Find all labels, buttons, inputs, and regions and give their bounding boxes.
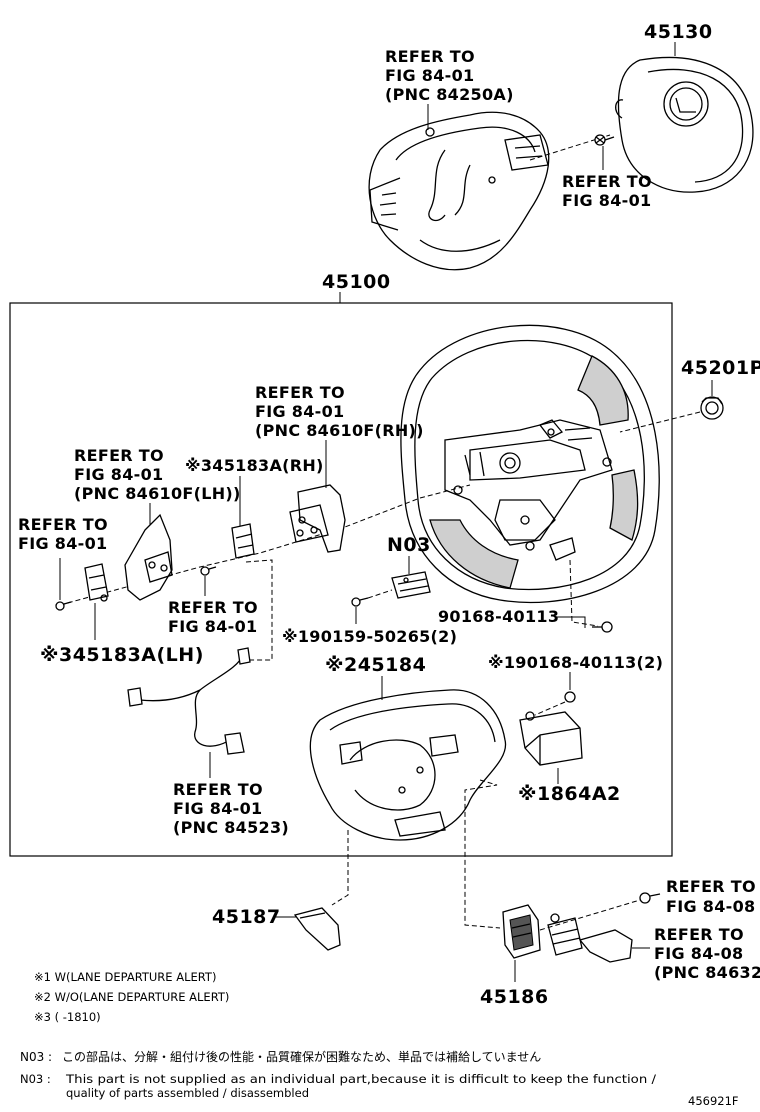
label-45187: 45187 bbox=[212, 906, 281, 928]
steering-wheel[interactable] bbox=[400, 324, 660, 604]
ref-84632-line1: REFER TO bbox=[654, 925, 744, 944]
screw-left[interactable] bbox=[55, 601, 72, 611]
remark-en-prefix: N03 : bbox=[20, 1072, 51, 1086]
airbag-45130[interactable] bbox=[615, 56, 754, 193]
label-90168-40113-2: ※190168-40113(2) bbox=[488, 653, 663, 672]
ref-84610f-rh-line1: REFER TO bbox=[255, 383, 345, 402]
label-n03: N03 bbox=[387, 534, 431, 556]
footnote-1: ※1 W(LANE DEPARTURE ALERT) bbox=[34, 970, 216, 984]
ref-84523-line3: (PNC 84523) bbox=[173, 818, 289, 837]
ref-mid-line2: FIG 84-01 bbox=[168, 617, 257, 636]
ref-84610f-lh-line3: (PNC 84610F(LH)) bbox=[74, 484, 241, 503]
part-45187[interactable] bbox=[293, 907, 341, 951]
ref-84523-line2: FIG 84-01 bbox=[173, 799, 262, 818]
label-45183a-lh: ※345183A(LH) bbox=[40, 644, 204, 666]
label-90168-40113: 90168-40113 bbox=[438, 607, 559, 626]
assembly-45100-frame bbox=[9, 302, 673, 857]
paddle-switch-lh[interactable] bbox=[124, 513, 173, 601]
ref-top-right-line1: REFER TO bbox=[562, 172, 652, 191]
ref-84632-line3: (PNC 84632) bbox=[654, 963, 760, 982]
screw-90168-2[interactable] bbox=[564, 691, 576, 703]
label-45186: 45186 bbox=[480, 986, 549, 1008]
ref-84-08-line2: FIG 84-08 bbox=[666, 897, 755, 916]
ref-mid-line1: REFER TO bbox=[168, 598, 258, 617]
part-864a2[interactable] bbox=[519, 711, 583, 766]
part-n03[interactable] bbox=[391, 571, 431, 599]
ref-top-right-line2: FIG 84-01 bbox=[562, 191, 651, 210]
ref-84632-line2: FIG 84-08 bbox=[654, 944, 743, 963]
steering-pad-upper[interactable] bbox=[368, 111, 550, 271]
screw-mid[interactable] bbox=[200, 566, 217, 576]
ref-left-line2: FIG 84-01 bbox=[18, 534, 107, 553]
ref-left-line1: REFER TO bbox=[18, 515, 108, 534]
footnote-2: ※2 W/O(LANE DEPARTURE ALERT) bbox=[34, 990, 229, 1004]
screw-top-right[interactable] bbox=[594, 134, 615, 146]
nut-45201p[interactable] bbox=[700, 396, 724, 420]
wire-harness[interactable] bbox=[127, 647, 251, 755]
ref-84250a-line1: REFER TO bbox=[385, 47, 475, 66]
cover-45184[interactable] bbox=[309, 689, 507, 841]
ref-84250a-line2: FIG 84-01 bbox=[385, 66, 474, 85]
remark-jp-text: この部品は、分解・組付け後の性能・品質確保が困難なため、単品では補給していません bbox=[62, 1049, 541, 1064]
screw-90159[interactable] bbox=[351, 597, 369, 607]
footnote-3: ※3 ( -1810) bbox=[34, 1010, 101, 1024]
ref-84610f-lh-line2: FIG 84-01 bbox=[74, 465, 163, 484]
paddle-switch-rh[interactable] bbox=[289, 484, 346, 553]
label-45183a-rh: ※345183A(RH) bbox=[185, 456, 324, 475]
remark-en-line1: This part is not supplied as an individu… bbox=[65, 1072, 656, 1086]
ref-84250a-line3: (PNC 84250A) bbox=[385, 85, 514, 104]
label-45201p: 45201P bbox=[681, 357, 760, 379]
ref-84-08-line1: REFER TO bbox=[666, 877, 756, 896]
remark-jp-prefix: N03 : bbox=[20, 1050, 52, 1064]
screw-90168[interactable] bbox=[592, 621, 613, 633]
switch-84632[interactable] bbox=[547, 913, 633, 963]
label-90159-50265: ※190159-50265(2) bbox=[282, 627, 457, 646]
figure-id: 456921F bbox=[688, 1094, 739, 1108]
ref-84610f-lh-line1: REFER TO bbox=[74, 446, 164, 465]
label-45184: ※245184 bbox=[325, 654, 426, 676]
remark-en-line2: quality of parts assembled / disassemble… bbox=[66, 1086, 309, 1100]
ref-84610f-rh-line3: (PNC 84610F(RH)) bbox=[255, 421, 424, 440]
bracket-45183a-rh[interactable] bbox=[231, 523, 255, 559]
label-45130: 45130 bbox=[644, 21, 713, 43]
ref-84610f-rh-line2: FIG 84-01 bbox=[255, 402, 344, 421]
bracket-45183a-lh[interactable] bbox=[84, 563, 109, 602]
label-864a2: ※1864A2 bbox=[518, 783, 621, 805]
screw-84-08[interactable] bbox=[639, 892, 661, 904]
part-45186[interactable] bbox=[502, 904, 541, 959]
label-45100: 45100 bbox=[322, 271, 391, 293]
ref-84523-line1: REFER TO bbox=[173, 780, 263, 799]
